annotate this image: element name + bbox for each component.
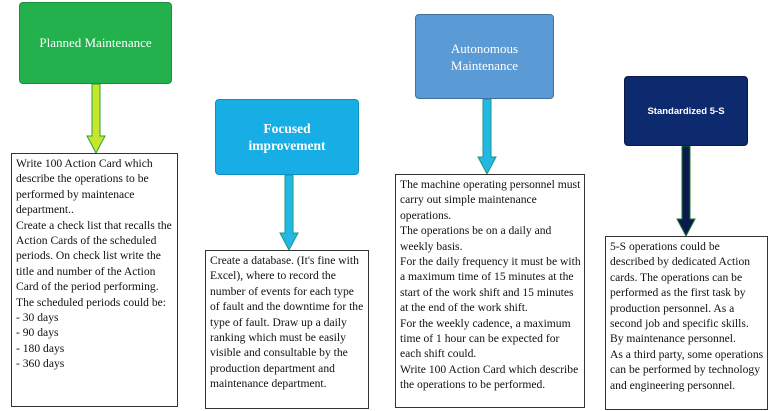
planned-maintenance-title: Planned Maintenance xyxy=(39,35,152,50)
standardized-5s-arrow xyxy=(676,146,696,237)
description-line: - 360 days xyxy=(16,357,65,371)
standardized-5s-header: Standardized 5-S xyxy=(624,76,748,146)
autonomous-maintenance-header: Autonomous Maintenance xyxy=(415,14,554,99)
arrow-shape xyxy=(86,84,106,154)
arrow-shape xyxy=(477,99,497,175)
description-line: - 90 days xyxy=(16,326,59,340)
arrow-shape xyxy=(676,146,696,237)
planned-maintenance-description: Write 100 Action Card which describe the… xyxy=(11,153,178,407)
focused-improvement-header: Focused improvement xyxy=(215,99,359,175)
arrow-shape xyxy=(279,175,299,251)
autonomous-maintenance-description: The machine operating personnel must car… xyxy=(395,174,585,408)
description-line: - 30 days xyxy=(16,311,59,325)
description-line: The machine operating personnel must car… xyxy=(400,178,581,222)
standardized-5s-description: 5-S operations could be described by ded… xyxy=(605,236,768,410)
focused-improvement-title: Focused improvement xyxy=(248,121,326,153)
focused-improvement-arrow xyxy=(279,175,299,251)
planned-maintenance-arrow xyxy=(86,84,106,154)
autonomous-maintenance-title: Autonomous Maintenance xyxy=(450,40,519,73)
description-line: For the weekly cadence, a maximum time o… xyxy=(400,316,571,361)
description-line: 5-S operations could be described by ded… xyxy=(610,240,751,346)
description-line: Create a check list that recalls the Act… xyxy=(16,218,172,294)
description-line: The operations be on a daily and weekly … xyxy=(400,224,552,253)
description-line: Write 100 Action Card which describe the… xyxy=(400,362,579,392)
description-line: As a third party, some operations can be… xyxy=(610,347,764,392)
description-line: Create a database. (It's fine with Excel… xyxy=(210,254,364,391)
description-line: Write 100 Action Card which describe the… xyxy=(16,157,153,217)
description-line: For the daily frequency it must be with … xyxy=(400,255,581,315)
description-line: - 180 days xyxy=(16,341,65,355)
focused-improvement-description: Create a database. (It's fine with Excel… xyxy=(205,250,369,409)
standardized-5s-title: Standardized 5-S xyxy=(647,105,725,117)
description-line: The scheduled periods could be: xyxy=(16,295,167,309)
planned-maintenance-header: Planned Maintenance xyxy=(19,2,172,84)
autonomous-maintenance-arrow xyxy=(477,99,497,175)
